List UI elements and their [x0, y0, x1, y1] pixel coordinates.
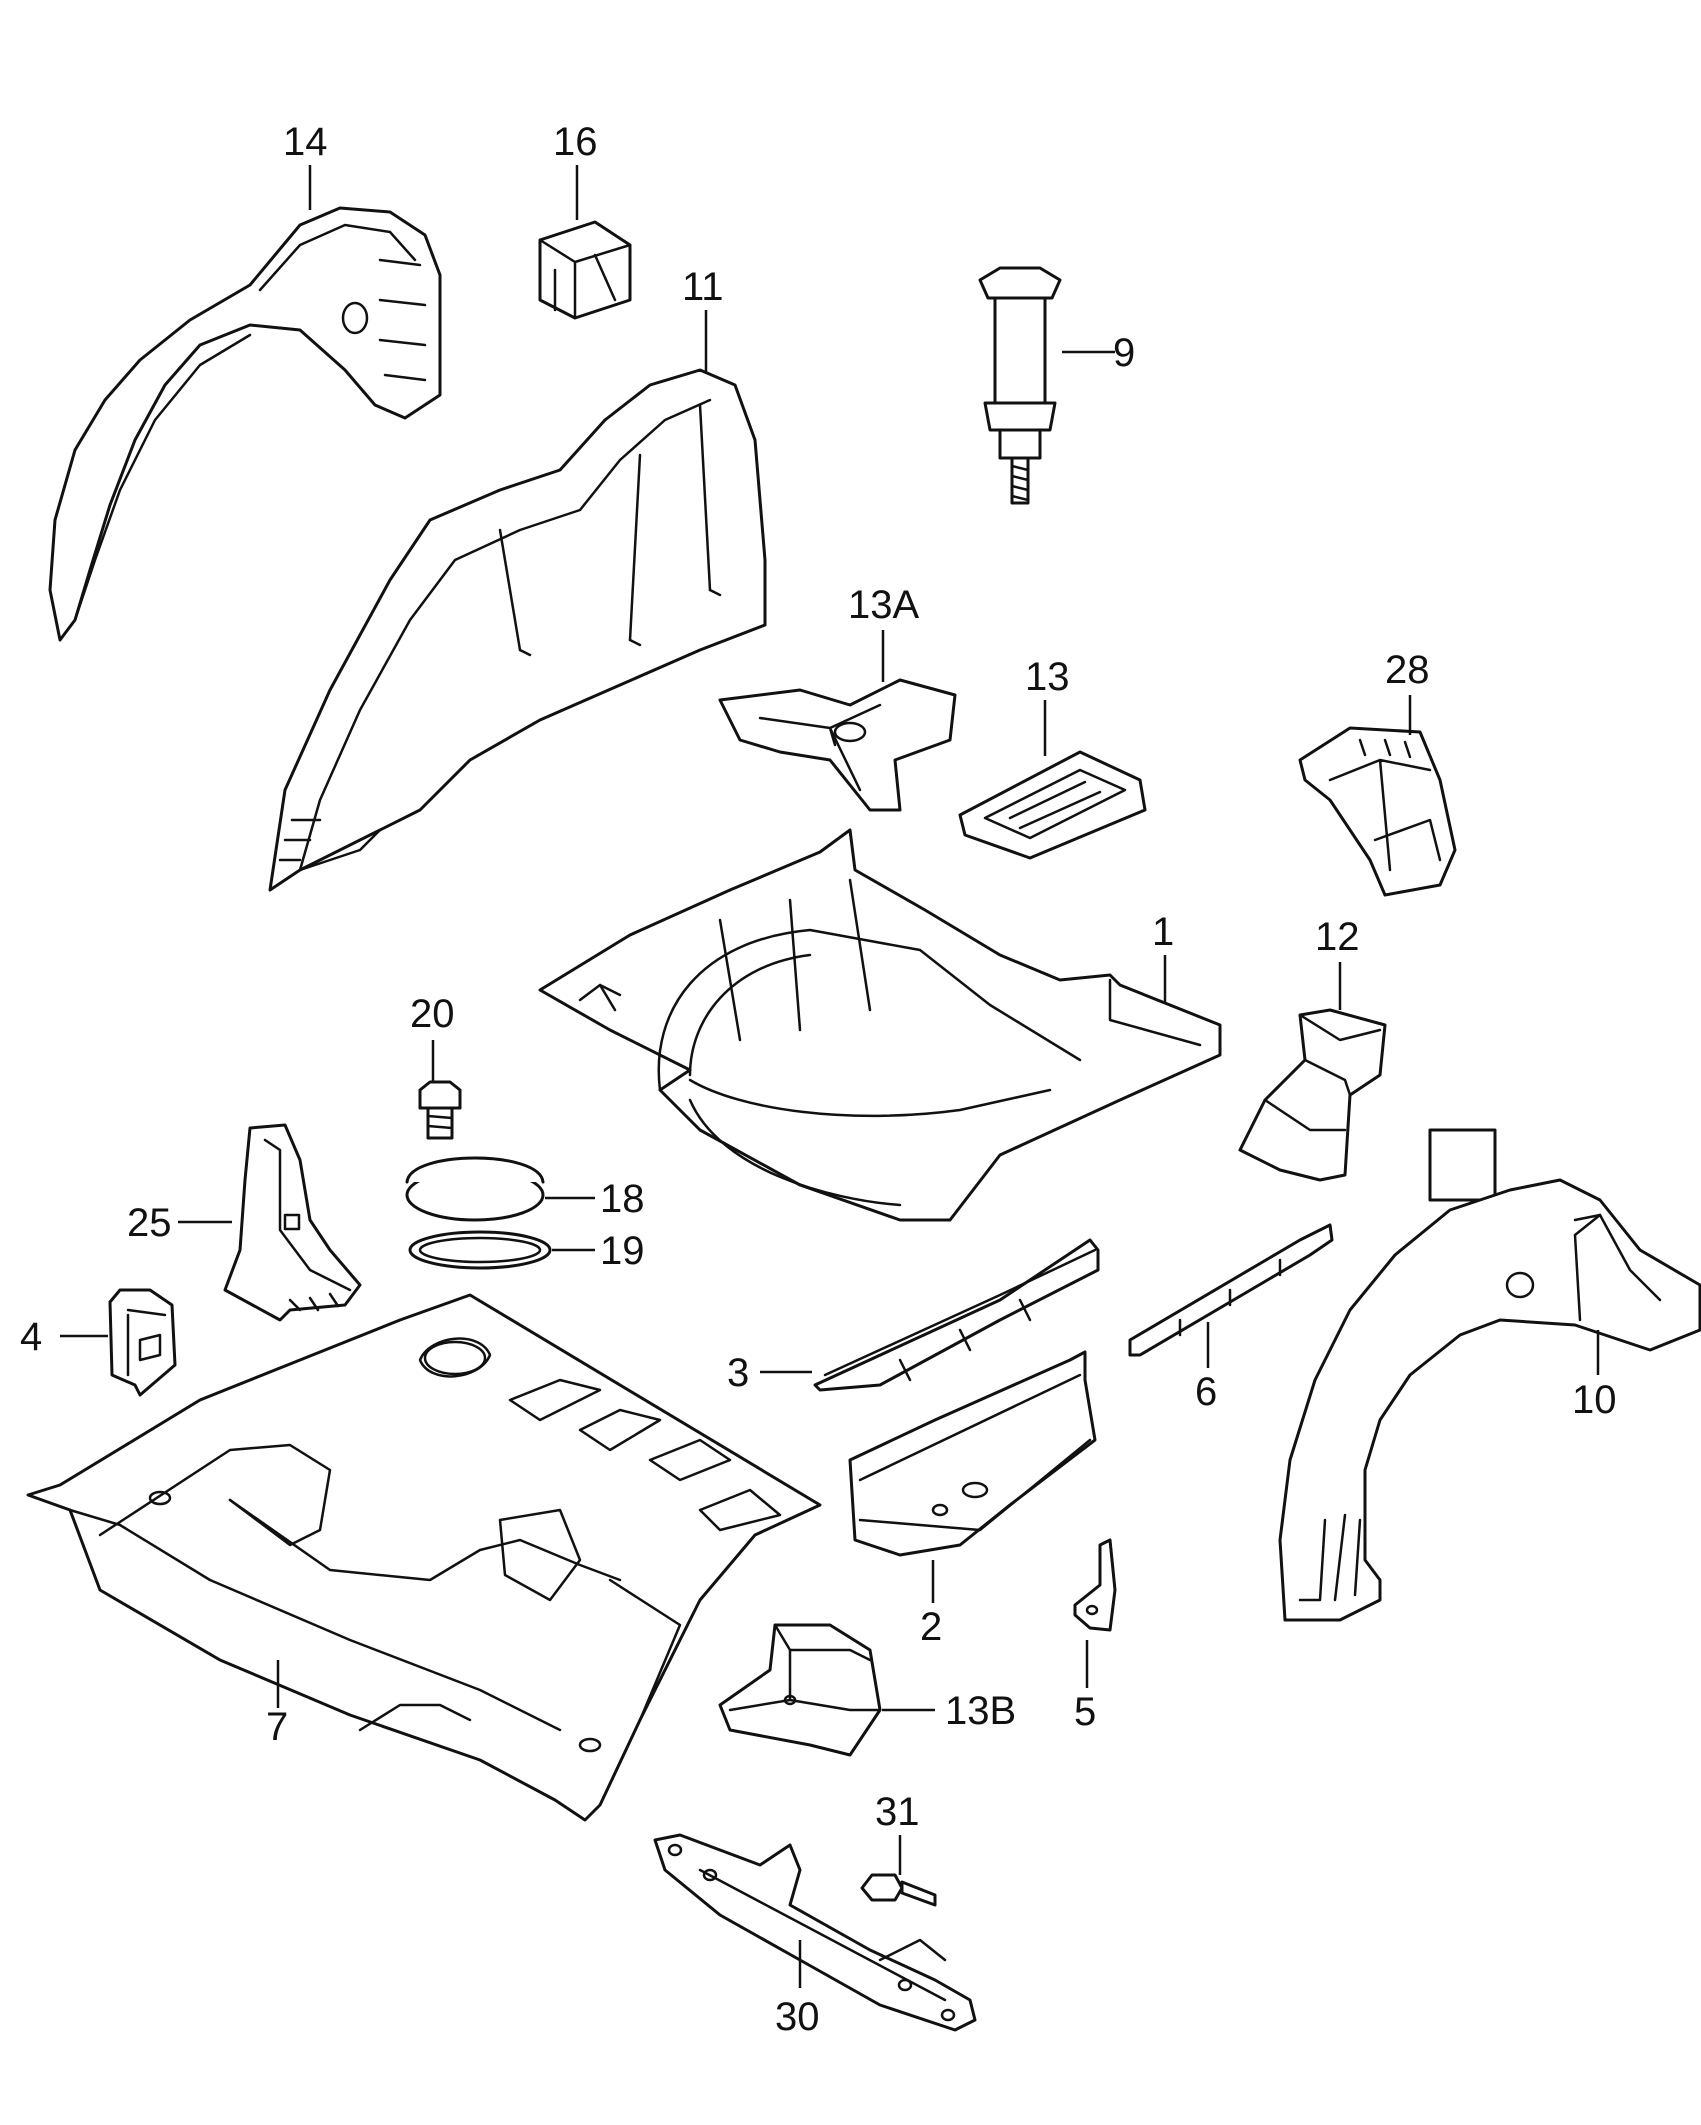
part-3-cross-member: [813, 1238, 1100, 1392]
part-31-screw: [860, 1873, 937, 1907]
callout-14: 14: [283, 120, 328, 164]
part-10-wheel-housing-right: [1278, 1128, 1701, 1622]
callout-11: 11: [682, 265, 724, 309]
part-19-seal: [408, 1230, 552, 1270]
callout-1: 1: [1152, 910, 1174, 954]
part-12-bracket: [1238, 1008, 1387, 1182]
part-13a-spare-wheel-bracket: [718, 678, 957, 812]
part-28-bracket: [1298, 726, 1457, 897]
part-16-bracket: [538, 220, 632, 320]
callout-18: 18: [600, 1177, 645, 1221]
callout-16: 16: [553, 120, 598, 164]
callout-7: 7: [266, 1705, 288, 1749]
part-25-pillar-bracket: [223, 1123, 362, 1322]
part-11-wheel-house-liner: [268, 368, 767, 892]
callout-4: 4: [20, 1315, 42, 1359]
callout-3: 3: [727, 1351, 749, 1395]
part-9-spare-wheel-bolt: [978, 266, 1062, 505]
callout-20: 20: [410, 992, 455, 1036]
part-6-strip: [1128, 1223, 1334, 1357]
part-13b-bracket: [718, 1623, 882, 1757]
part-20-bolt: [418, 1080, 462, 1140]
callout-13: 13: [1025, 655, 1070, 699]
part-13-plate: [958, 750, 1147, 860]
callout-2: 2: [920, 1605, 942, 1649]
part-30-carrier-bar: [653, 1833, 977, 2032]
part-2-longitudinal-member: [848, 1350, 1097, 1557]
part-5-bracket: [1073, 1538, 1117, 1632]
part-18-plug: [405, 1156, 545, 1222]
part-7-floor-pan: [26, 1293, 822, 1822]
part-1-rear-floor-pan: [538, 828, 1222, 1222]
callout-28: 28: [1385, 648, 1430, 692]
callout-5: 5: [1074, 1690, 1096, 1734]
part-14-wheel-housing-left: [48, 206, 442, 642]
callout-31: 31: [875, 1790, 920, 1834]
part-4-reinforcement: [108, 1288, 177, 1397]
callout-30: 30: [775, 1995, 820, 2039]
callout-6: 6: [1195, 1370, 1217, 1414]
callout-10: 10: [1572, 1378, 1617, 1422]
callout-12: 12: [1315, 915, 1360, 959]
callout-25: 25: [127, 1201, 172, 1245]
callout-13a: 13A: [848, 583, 919, 627]
callout-19: 19: [600, 1229, 645, 1273]
callout-13b: 13B: [945, 1689, 1016, 1733]
callout-9: 9: [1113, 331, 1135, 375]
